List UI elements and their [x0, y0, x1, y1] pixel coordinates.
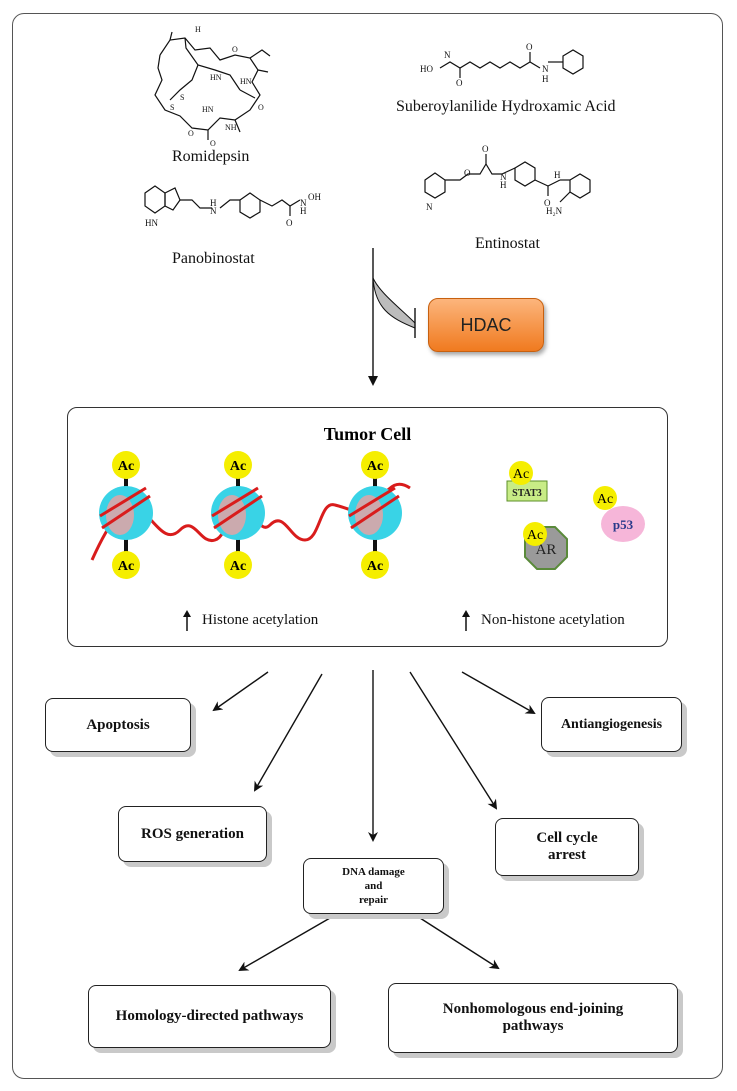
svg-text:H: H: [300, 206, 307, 216]
panobinostat-label: Panobinostat: [172, 250, 255, 267]
ac-marker: [361, 451, 389, 479]
svg-text:H: H: [195, 25, 201, 34]
ac-label: Ac: [367, 559, 383, 574]
ar-label: AR: [536, 542, 557, 558]
ac-label: Ac: [513, 467, 529, 482]
svg-text:HN: HN: [210, 73, 222, 82]
up-arrow-icon: [183, 610, 191, 631]
svg-text:HN: HN: [240, 77, 252, 86]
dna-label-line1: DNA damage: [342, 866, 405, 878]
ac-label: Ac: [118, 459, 134, 474]
ros-generation-label: ROS generation: [141, 825, 244, 842]
svg-text:O: O: [188, 129, 194, 138]
ac-label: Ac: [527, 528, 543, 543]
tumor-cell-box: Tumor Cell: [67, 407, 668, 647]
up-arrow-icon: [462, 610, 470, 631]
nhej-label-line2: pathways: [502, 1018, 564, 1034]
svg-text:N: N: [500, 172, 507, 182]
svg-text:O: O: [210, 139, 216, 148]
stat3-label: STAT3: [512, 488, 542, 499]
svg-text:S: S: [170, 103, 174, 112]
apoptosis-box: Apoptosis: [45, 698, 191, 752]
ac-marker: [112, 551, 140, 579]
cell-cycle-label-line2: arrest: [547, 847, 587, 863]
svg-text:O: O: [258, 103, 264, 112]
dna-damage-repair-box: DNA damage and repair: [303, 858, 444, 914]
p53-label: p53: [613, 517, 634, 532]
ac-marker: [112, 451, 140, 479]
cell-cycle-arrest-box: Cell cycle arrest: [495, 818, 639, 876]
antiangiogenesis-label: Antiangiogenesis: [560, 716, 663, 732]
nhej-label-line1: Nonhomologous end-joining: [442, 1001, 624, 1017]
inhibition-arrow: [368, 248, 416, 386]
saha-label: Suberoylanilide Hydroxamic Acid: [396, 98, 616, 115]
entinostat-label: Entinostat: [475, 235, 540, 252]
cell-cycle-label-line1: Cell cycle: [536, 830, 598, 846]
romidepsin-label: Romidepsin: [172, 148, 250, 165]
nhej-box: Nonhomologous end-joining pathways: [388, 983, 678, 1053]
svg-text:OH: OH: [308, 192, 321, 202]
ac-label: Ac: [230, 559, 246, 574]
ac-label: Ac: [118, 559, 134, 574]
dna-label-line2: and: [364, 880, 383, 892]
svg-text:N: N: [210, 206, 217, 216]
svg-text:H: H: [542, 74, 549, 84]
svg-text:O: O: [544, 198, 551, 208]
svg-text:H: H: [210, 198, 217, 208]
svg-text:H: H: [554, 170, 561, 180]
homology-directed-box: Homology-directed pathways: [88, 985, 331, 1048]
ac-marker: [593, 486, 617, 510]
ac-label: Ac: [367, 459, 383, 474]
ac-marker: [224, 551, 252, 579]
svg-text:H: H: [500, 180, 507, 190]
ac-marker: [509, 461, 533, 485]
p53-shape: [601, 506, 645, 542]
romidepsin-structure: H O HN HN SS HN O NH O O: [154, 25, 271, 148]
svg-text:O: O: [232, 45, 238, 54]
svg-text:HO: HO: [420, 64, 433, 74]
figure-frame: [12, 13, 723, 1079]
nonhistone-acetylation-label: Non-histone acetylation: [481, 612, 625, 628]
ros-generation-box: ROS generation: [118, 806, 267, 862]
homology-directed-label: Homology-directed pathways: [115, 1008, 304, 1024]
apoptosis-label: Apoptosis: [86, 716, 150, 733]
ac-label: Ac: [230, 459, 246, 474]
svg-text:N: N: [542, 64, 549, 74]
ac-marker: [361, 551, 389, 579]
svg-text:NH: NH: [225, 123, 237, 132]
svg-text:HN: HN: [202, 105, 214, 114]
chromatin-diagram: Ac Ac Ac Ac Ac Ac: [90, 451, 411, 579]
nonhistone-proteins: STAT3 Ac p53 Ac AR Ac: [506, 461, 645, 570]
svg-text:O: O: [456, 78, 463, 88]
svg-text:HN: HN: [145, 218, 158, 228]
svg-text:O: O: [464, 168, 471, 178]
hdac-box: HDAC: [428, 298, 544, 352]
svg-text:O: O: [482, 144, 489, 154]
ac-marker: [224, 451, 252, 479]
ac-marker: [523, 522, 547, 546]
tumor-cell-title: Tumor Cell: [323, 424, 412, 444]
svg-text:H₂N: H₂N: [546, 206, 563, 216]
svg-text:N: N: [426, 202, 433, 212]
svg-text:O: O: [286, 218, 293, 228]
svg-text:O: O: [526, 42, 533, 52]
svg-text:N: N: [300, 198, 307, 208]
histone-acetylation-label: Histone acetylation: [202, 612, 319, 628]
dna-label-line3: repair: [358, 894, 389, 906]
svg-text:N: N: [444, 50, 451, 60]
ac-label: Ac: [597, 492, 613, 507]
antiangiogenesis-box: Antiangiogenesis: [541, 697, 682, 752]
svg-text:S: S: [180, 93, 184, 102]
